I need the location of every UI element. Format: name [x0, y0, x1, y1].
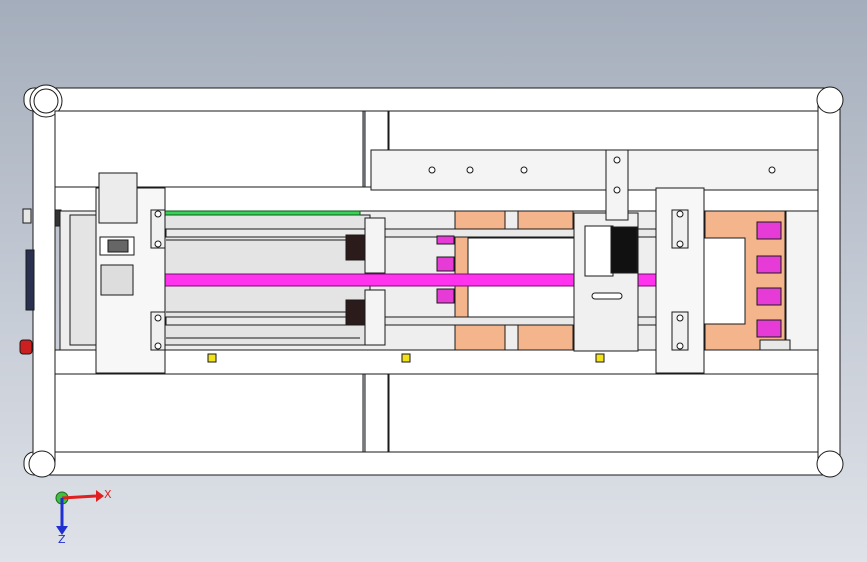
end-fixture [785, 210, 819, 351]
frame-right-post [817, 99, 841, 463]
magenta-cylinder-6 [756, 287, 782, 306]
bolt-4 [154, 342, 162, 350]
bolt-5 [676, 210, 684, 218]
bearing-block-top [345, 234, 367, 261]
magenta-cylinder-5 [756, 255, 782, 274]
carriage-tower [605, 149, 629, 221]
corner-cap-top-left-inner [33, 88, 59, 114]
bolt-11 [520, 166, 528, 174]
motor-coupling-core [107, 239, 129, 253]
bolt-3 [154, 314, 162, 322]
terminal-block [584, 225, 614, 277]
right-clamp-top [671, 209, 689, 249]
corner-cap-top-left [29, 84, 63, 118]
yellow-foot-3 [595, 353, 605, 363]
corner-cap-bottom-left [28, 450, 56, 478]
bolt-10 [466, 166, 474, 174]
magenta-cylinder-2 [436, 288, 455, 304]
triad-z-arrow [56, 526, 68, 535]
bolt-12 [768, 166, 776, 174]
frame-bottom-tube [23, 451, 843, 476]
right-clamp-bottom [671, 311, 689, 351]
bolt-holes [154, 156, 776, 350]
cavity-block-2 [699, 237, 746, 325]
bolt-1 [154, 210, 162, 218]
magenta-cylinder-1 [436, 256, 455, 272]
frame-left-post [32, 99, 56, 463]
triad-x-axis [61, 494, 97, 500]
green-strip-top [164, 210, 361, 216]
carriage-slot [591, 292, 623, 300]
lower-right-panel [388, 373, 819, 453]
upper-right-panel [388, 110, 819, 151]
triad-x-arrow [96, 490, 104, 502]
bolt-8 [676, 342, 684, 350]
terminal-connector [610, 226, 638, 274]
left-pulley [100, 264, 134, 296]
axis-triad: X Z [55, 488, 112, 546]
carriage-clamp-top [150, 209, 166, 249]
bearing-block-bottom [345, 299, 367, 326]
magenta-cylinder-7 [756, 319, 782, 338]
side-fitting-upper [22, 208, 32, 224]
bolt-14 [613, 186, 621, 194]
triad-x-label: X [104, 488, 112, 501]
corner-cap-bottom-right [816, 450, 844, 478]
end-fixture-base [759, 339, 791, 351]
bolt-7 [676, 314, 684, 322]
bolt-6 [676, 240, 684, 248]
rail-mount-bottom [364, 289, 386, 346]
corner-cap-top-right [816, 86, 844, 114]
top-mounting-plate [370, 149, 819, 191]
carriage-clamp-bottom [150, 311, 166, 351]
bolt-13 [613, 156, 621, 164]
frame-top-tube [23, 87, 843, 112]
machine-assembly [19, 84, 844, 478]
rail-mount-top [364, 217, 386, 274]
side-box [25, 249, 35, 311]
magenta-cylinder-3 [436, 235, 455, 245]
triad-z-label: Z [58, 533, 66, 546]
bolt-2 [154, 240, 162, 248]
lower-left-panel [54, 373, 364, 453]
yellow-foot-1 [207, 353, 217, 363]
yellow-foot-2 [401, 353, 411, 363]
lower-center-post [364, 373, 389, 453]
bolt-9 [428, 166, 436, 174]
motor-housing [98, 172, 138, 224]
magenta-cylinder-4 [756, 221, 782, 240]
emergency-button [19, 339, 33, 355]
